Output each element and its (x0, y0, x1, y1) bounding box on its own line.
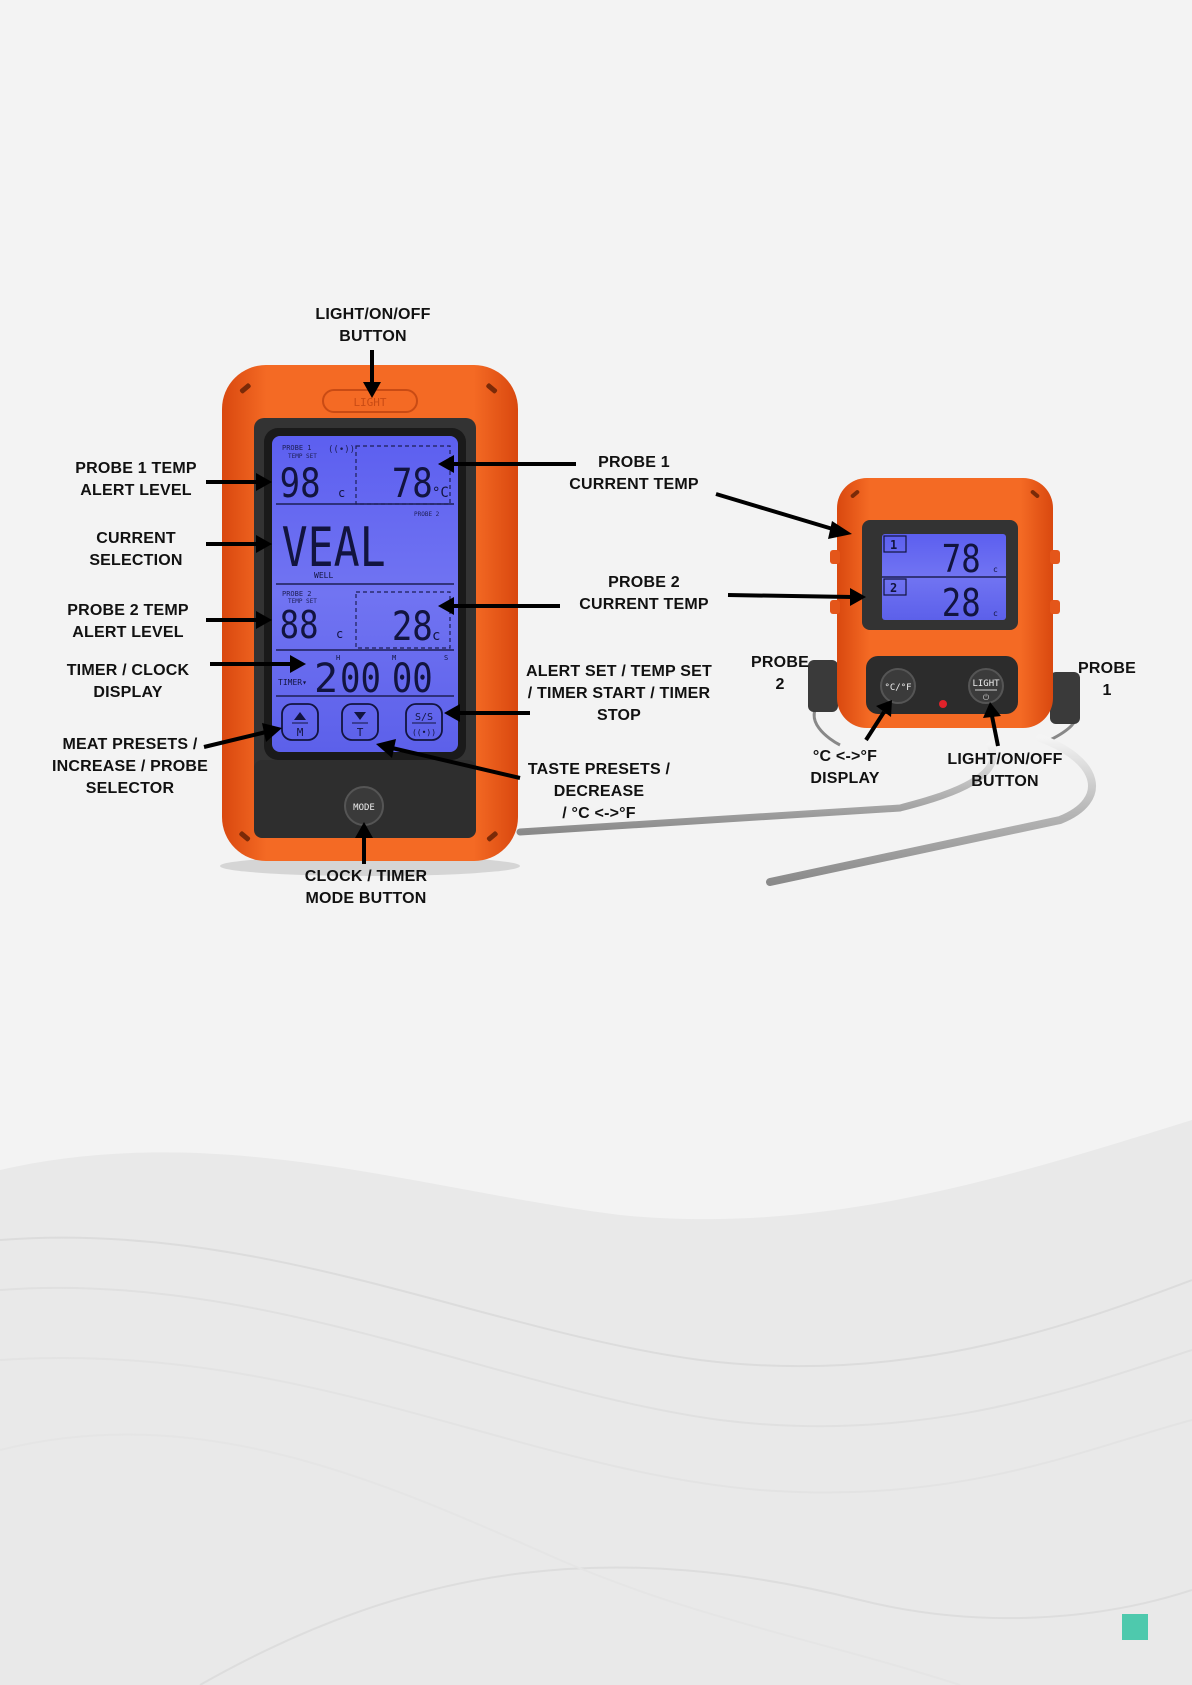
callout-probe2-current: PROBE 2 CURRENT TEMP (574, 572, 714, 616)
callout-line: PROBE 1 (598, 454, 670, 471)
probe1-current-unit: °C (432, 485, 449, 501)
temp-set-tag-2: TEMP SET (288, 598, 317, 605)
callout-line: PROBE 1 TEMP (75, 460, 197, 477)
taste-button-label: T (357, 726, 364, 739)
mode-button-label: MODE (353, 803, 375, 813)
cf-toggle-button[interactable]: °C/°F (880, 668, 916, 704)
callout-line: °C <->°F (812, 748, 878, 765)
tx-probe1-value: 78 (942, 538, 981, 582)
callout-line: CURRENT TEMP (569, 476, 699, 493)
tx-probe2-unit: c (993, 609, 998, 618)
callout-line: DECREASE (553, 783, 645, 800)
callout-cf-display: °C <->°F DISPLAY (800, 746, 890, 790)
timer-seconds: 00 (392, 655, 433, 701)
callout-line: PROBE 2 (608, 574, 680, 591)
callout-line: ALERT LEVEL (72, 624, 184, 641)
callout-line: DISPLAY (810, 770, 880, 787)
taste-text: WELL (314, 571, 333, 580)
probe1-current-value: 78 (392, 460, 433, 506)
probe1-alert-value: 98 (280, 460, 321, 506)
callout-timer-clock: TIMER / CLOCK DISPLAY (58, 660, 198, 704)
callout-line: BUTTON (339, 328, 407, 345)
tx-probe1-unit: c (993, 565, 998, 574)
callout-line: 1 (1102, 682, 1112, 699)
callout-arrows (203, 350, 1001, 864)
timer-hours: 2 (314, 656, 338, 702)
probe2-current-value: 28 (392, 603, 433, 649)
callout-line: STOP (596, 707, 642, 724)
callout-line: PROBE (1078, 660, 1136, 677)
callout-line: MODE BUTTON (305, 890, 427, 907)
callout-probe2-alert: PROBE 2 TEMP ALERT LEVEL (58, 600, 198, 644)
temp-set-tag: TEMP SET (288, 453, 317, 460)
callout-line: / °C <->°F (562, 805, 636, 822)
callout-line: BUTTON (971, 773, 1039, 790)
callout-line: CLOCK / TIMER (304, 868, 428, 885)
page-corner-accent (1122, 1614, 1148, 1640)
callout-line: PROBE (751, 654, 809, 671)
callout-light-button: LIGHT/ON/OFF BUTTON (308, 304, 438, 348)
tx-probe2-label: 2 (890, 581, 897, 595)
alarm-icon: ((•)) (412, 728, 436, 737)
callout-line: ALERT LEVEL (80, 482, 192, 499)
tx-light-button[interactable]: LIGHT ⏻ (968, 668, 1004, 704)
probe1-alert-unit: c (338, 486, 345, 500)
callout-line: SELECTOR (85, 780, 175, 797)
callout-line: TASTE PRESETS / (527, 761, 671, 778)
probe2-tag-top: PROBE 2 (414, 511, 440, 518)
timer-h-mark: H (336, 654, 340, 662)
callout-line: INCREASE / PROBE (51, 758, 209, 775)
callout-line: CURRENT TEMP (579, 596, 709, 613)
probe2-tag: PROBE 2 (282, 590, 312, 598)
callout-line: MEAT PRESETS / (62, 736, 198, 753)
callout-line: 2 (775, 676, 785, 693)
callout-line: TIMER / CLOCK (66, 662, 190, 679)
callout-meat-presets: MEAT PRESETS / INCREASE / PROBE SELECTOR (50, 734, 210, 800)
mode-button[interactable]: MODE (344, 786, 384, 826)
callout-line: PROBE 2 TEMP (67, 602, 189, 619)
callout-alert-set: ALERT SET / TEMP SET / TIMER START / TIM… (524, 661, 714, 727)
selection-text: VEAL (282, 516, 386, 579)
timer-tag: TIMER▾ (278, 678, 307, 687)
callout-taste-presets: TASTE PRESETS / DECREASE / °C <->°F (524, 759, 674, 825)
probe2-alert-unit: c (336, 627, 343, 641)
callout-tx-light-button: LIGHT/ON/OFF BUTTON (940, 749, 1070, 793)
taste-presets-button[interactable]: T (341, 703, 379, 741)
signal-icon: ((•)) (328, 445, 355, 455)
meat-button-label: M (297, 726, 304, 739)
probe1-tag: PROBE 1 (282, 444, 312, 452)
meat-presets-button[interactable]: M (281, 703, 319, 741)
callout-line: LIGHT/ON/OFF (947, 751, 1063, 768)
callout-clock-timer-mode: CLOCK / TIMER MODE BUTTON (296, 866, 436, 910)
callout-line: ALERT SET / TEMP SET (526, 663, 712, 680)
start-stop-button[interactable]: S/S ((•)) (405, 703, 443, 741)
cf-button-label: °C/°F (884, 683, 911, 693)
tx-light-label: LIGHT (972, 679, 1000, 689)
timer-s-mark: S (444, 654, 448, 662)
callout-probe1-alert: PROBE 1 TEMP ALERT LEVEL (66, 458, 206, 502)
tx-probe1-label: 1 (890, 538, 897, 552)
timer-minutes: 00 (340, 655, 381, 701)
callout-line: LIGHT/ON/OFF (315, 306, 431, 323)
tx-probe2-value: 28 (942, 582, 981, 626)
timer-m-mark: M (392, 654, 396, 662)
callout-line: DISPLAY (93, 684, 163, 701)
light-button-label: LIGHT (353, 396, 386, 409)
callout-line: CURRENT (96, 530, 176, 547)
callout-line: SELECTION (89, 552, 183, 569)
power-icon: ⏻ (983, 693, 990, 702)
callout-line: / TIMER START / TIMER (527, 685, 711, 702)
callout-current-selection: CURRENT SELECTION (66, 528, 206, 572)
ss-button-label: S/S (415, 712, 433, 723)
probe2-current-unit: c (432, 628, 440, 644)
callout-probe1-current: PROBE 1 CURRENT TEMP (564, 452, 704, 496)
callout-probe1-side: PROBE 1 (1075, 658, 1139, 702)
status-led (939, 700, 947, 708)
probe2-alert-value: 88 (280, 604, 319, 648)
callout-probe2-side: PROBE 2 (748, 652, 812, 696)
